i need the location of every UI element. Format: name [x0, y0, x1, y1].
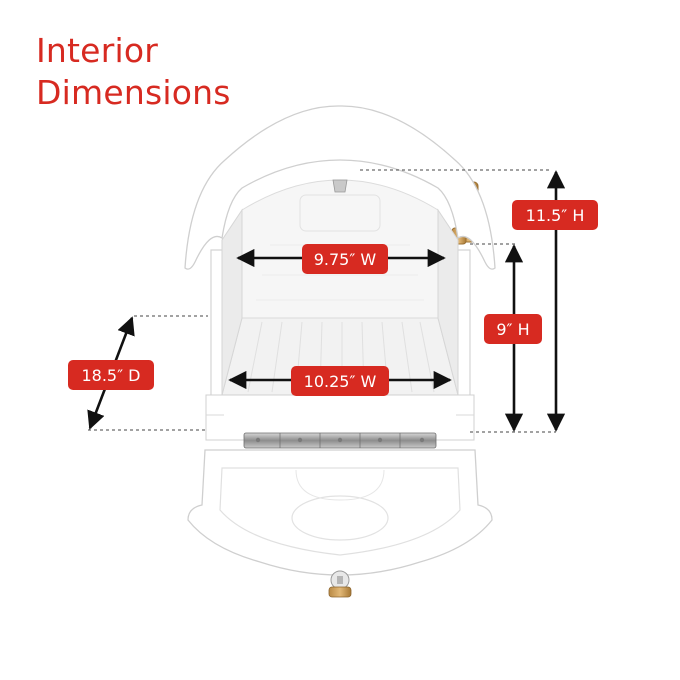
mailbox-roof [184, 105, 496, 270]
top-width-label: 9.75″ W [302, 244, 388, 274]
hinge [243, 432, 437, 449]
mailbox-door [187, 449, 493, 576]
front-height-label: 9″ H [484, 314, 542, 344]
title-line-1: Interior [36, 31, 158, 70]
title-line-2: Dimensions [36, 73, 231, 112]
bottom-width-label: 10.25″ W [291, 366, 389, 396]
reference-lines [88, 169, 556, 433]
rear-height-label: 11.5″ H [512, 200, 598, 230]
depth-label: 18.5″ D [68, 360, 154, 390]
mailbox-body [205, 179, 475, 441]
page-title: Interior Dimensions [36, 30, 231, 114]
latch-icon [332, 179, 348, 193]
lock-icon [328, 570, 352, 598]
